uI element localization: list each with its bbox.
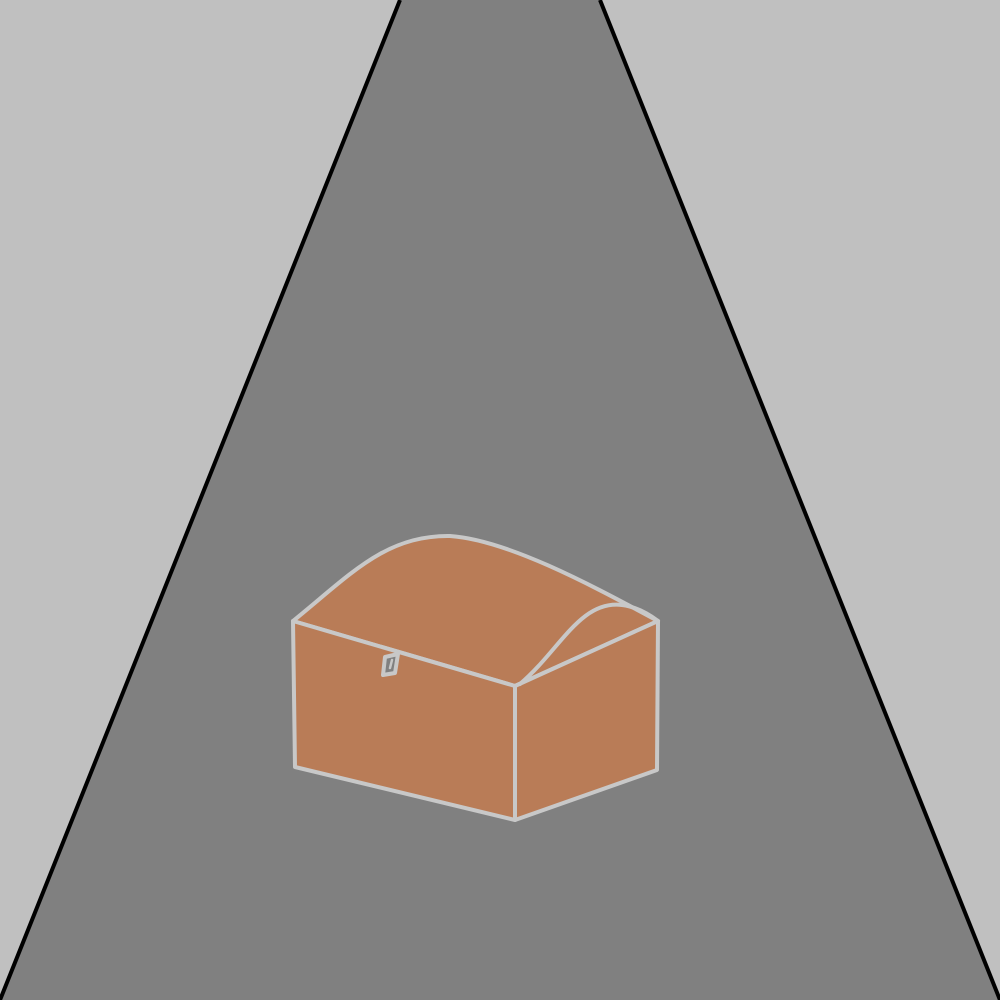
chest-side-face <box>513 619 660 822</box>
corridor-left-edge <box>0 0 402 1000</box>
corridor-right-edge <box>598 0 1000 1000</box>
treasure-chest-icon[interactable] <box>291 533 660 822</box>
chest-lid <box>291 533 660 688</box>
chest-lid-side-arc <box>518 602 660 686</box>
keyhole-slot <box>388 658 394 670</box>
